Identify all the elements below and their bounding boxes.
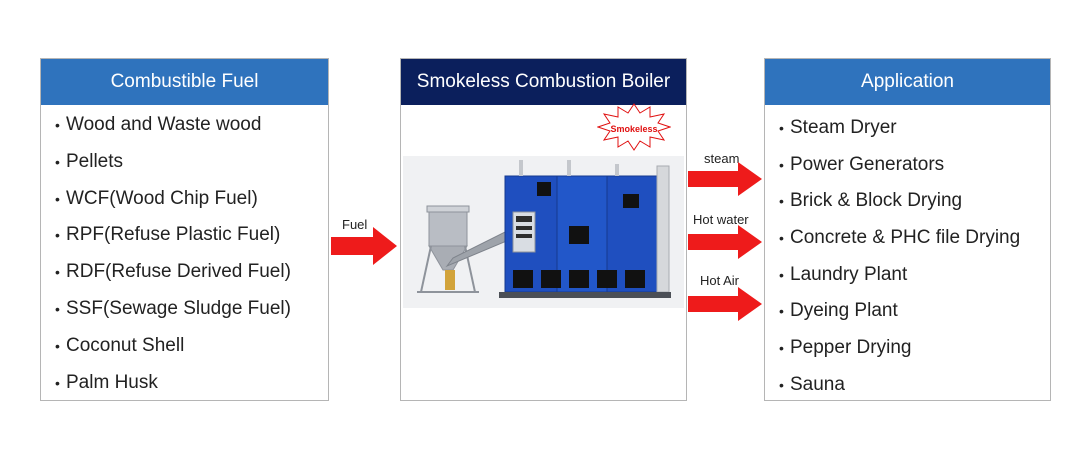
fuel-arrow-label: Fuel [342, 217, 368, 232]
smokeless-starburst-icon [597, 103, 671, 151]
application-item: Sauna [779, 373, 1050, 410]
application-item: Laundry Plant [779, 263, 1050, 300]
application-item: Power Generators [779, 153, 1050, 190]
boiler-panel: Smokeless Combustion Boiler Smokeless [400, 58, 687, 401]
steam-arrow-icon [688, 162, 762, 196]
combustible-fuel-panel: Combustible Fuel Wood and Waste wood Pel… [40, 58, 329, 401]
fuel-item: Palm Husk [55, 371, 328, 408]
application-item: Dyeing Plant [779, 299, 1050, 336]
application-item: Concrete & PHC file Drying [779, 226, 1050, 263]
fuel-arrow-icon [331, 227, 397, 265]
application-item: Brick & Block Drying [779, 189, 1050, 226]
application-item: Steam Dryer [779, 116, 1050, 153]
fuel-item: RDF(Refuse Derived Fuel) [55, 260, 328, 297]
application-panel: Application Steam Dryer Power Generators… [764, 58, 1051, 401]
combustible-fuel-title: Combustible Fuel [41, 59, 328, 105]
hot-air-arrow-icon [688, 287, 762, 321]
fuel-item: Pellets [55, 150, 328, 187]
application-title: Application [765, 59, 1050, 105]
smokeless-badge: Smokeless [610, 124, 658, 134]
steam-arrow-label: steam [704, 151, 740, 166]
fuel-item: RPF(Refuse Plastic Fuel) [55, 223, 328, 260]
hot-water-arrow-label: Hot water [693, 212, 749, 227]
fuel-item: Wood and Waste wood [55, 113, 328, 150]
application-list: Steam Dryer Power Generators Brick & Blo… [765, 105, 1050, 410]
fuel-list: Wood and Waste wood Pellets WCF(Wood Chi… [41, 105, 328, 407]
fuel-item: WCF(Wood Chip Fuel) [55, 187, 328, 224]
boiler-illustration [403, 156, 684, 308]
boiler-title: Smokeless Combustion Boiler [401, 59, 686, 105]
application-item: Pepper Drying [779, 336, 1050, 373]
fuel-item: SSF(Sewage Sludge Fuel) [55, 297, 328, 334]
hot-water-arrow-icon [688, 225, 762, 259]
hot-air-arrow-label: Hot Air [700, 273, 740, 288]
fuel-item: Coconut Shell [55, 334, 328, 371]
